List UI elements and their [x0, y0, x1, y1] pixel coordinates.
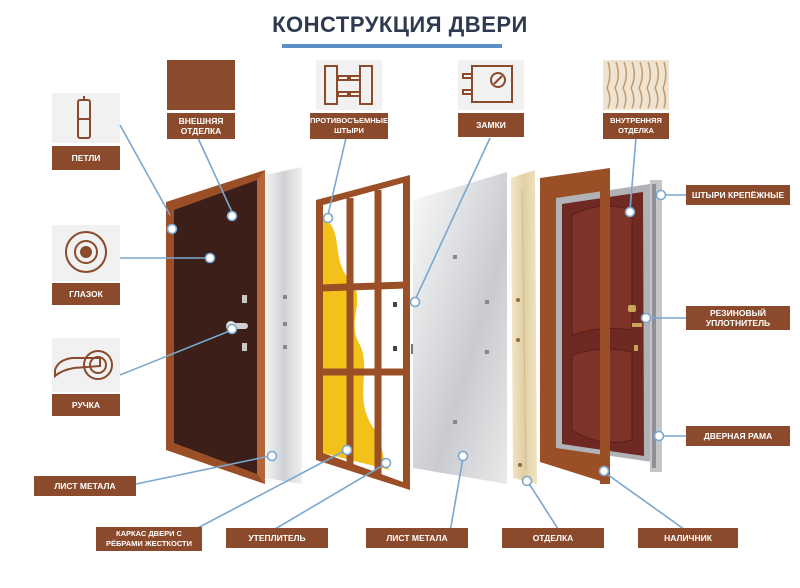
label-list-metala-left: ЛИСТ МЕТАЛА	[34, 476, 136, 496]
lock-icon	[462, 65, 513, 103]
metal-sheet-1	[265, 167, 302, 484]
label-ruchka: РУЧКА	[52, 394, 120, 416]
label-rezinovy-uplotnitel: РЕЗИНОВЫЙ УПЛОТНИТЕЛЬ	[686, 306, 790, 330]
rib-frame	[316, 175, 415, 490]
outer-door	[166, 170, 265, 484]
label-nalichnik: НАЛИЧНИК	[638, 528, 738, 548]
label-karkas: КАРКАС ДВЕРИ С РЁБРАМИ ЖЕСТКОСТИ	[96, 527, 202, 551]
label-dvernaya-rama: ДВЕРНАЯ РАМА	[686, 426, 790, 446]
label-vnutrennyaya-otdelka: ВНУТРЕННЯЯ ОТДЕЛКА	[603, 113, 669, 139]
wood-finish	[511, 170, 537, 484]
handle-icon	[54, 350, 113, 380]
outer-finish-swatch	[167, 60, 235, 110]
label-zamki: ЗАМКИ	[458, 113, 524, 137]
leader-lines	[119, 124, 689, 533]
label-vneshnyaya-otdelka: ВНЕШНЯЯ ОТДЕЛКА	[167, 113, 235, 139]
label-uteplitel: УТЕПЛИТЕЛЬ	[226, 528, 328, 548]
wood-texture-icon	[606, 61, 667, 109]
label-protivosemnye-shtyri: ПРОТИВОСЪЕМНЫЕ ШТЫРИ	[310, 113, 388, 139]
leader-dots	[166, 189, 667, 487]
label-shtyri-krepezhnye: ШТЫРИ КРЕПЁЖНЫЕ	[686, 185, 790, 205]
peephole-icon	[65, 231, 107, 273]
label-petli: ПЕТЛИ	[52, 146, 120, 170]
metal-sheet-2	[413, 172, 507, 484]
inner-finish-swatch	[603, 60, 669, 110]
inner-door	[540, 168, 662, 484]
label-list-metala-bottom: ЛИСТ МЕТАЛА	[366, 528, 468, 548]
title-underline	[282, 44, 502, 48]
label-otdelka: ОТДЕЛКА	[502, 528, 604, 548]
hinge-icon	[77, 96, 91, 139]
handle-icon-box	[52, 338, 120, 392]
pins-icon	[324, 65, 373, 105]
page-title: КОНСТРУКЦИЯ ДВЕРИ	[272, 12, 528, 37]
label-glazok: ГЛАЗОК	[52, 283, 120, 305]
